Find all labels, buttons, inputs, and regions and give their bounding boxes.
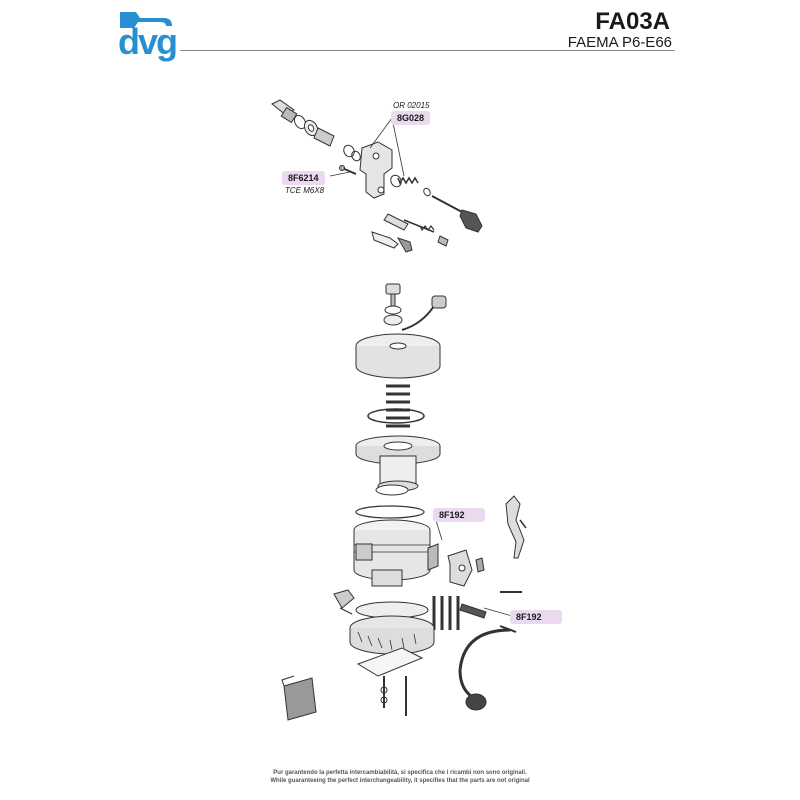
header-divider	[180, 50, 675, 51]
footer-disclaimer-english: While guaranteeing the perfect interchan…	[270, 778, 530, 784]
callout-note-or02015: OR 02015	[393, 101, 430, 110]
callout-part-8f6214[interactable]: 8F6214	[282, 171, 325, 185]
callout-part-8g028[interactable]: 8G028	[391, 111, 431, 125]
valve-assembly	[271, 99, 483, 253]
group-head-assembly	[281, 283, 527, 721]
brand-logo: dvg	[116, 10, 180, 62]
callout-part-8f192-upper[interactable]: 8F192	[433, 508, 485, 522]
brand-name: dvg	[118, 21, 178, 62]
machine-model: FAEMA P6-E66	[567, 34, 672, 51]
document-code: FA03A	[595, 8, 670, 35]
callout-note-tce-m6x8: TCE M6X8	[285, 186, 325, 195]
faucet-icon	[120, 12, 172, 28]
callout-part-8f192-lower[interactable]: 8F192	[510, 610, 562, 624]
footer-disclaimer-italian: Pur garantendo la perfetta intercambiabi…	[273, 770, 527, 776]
